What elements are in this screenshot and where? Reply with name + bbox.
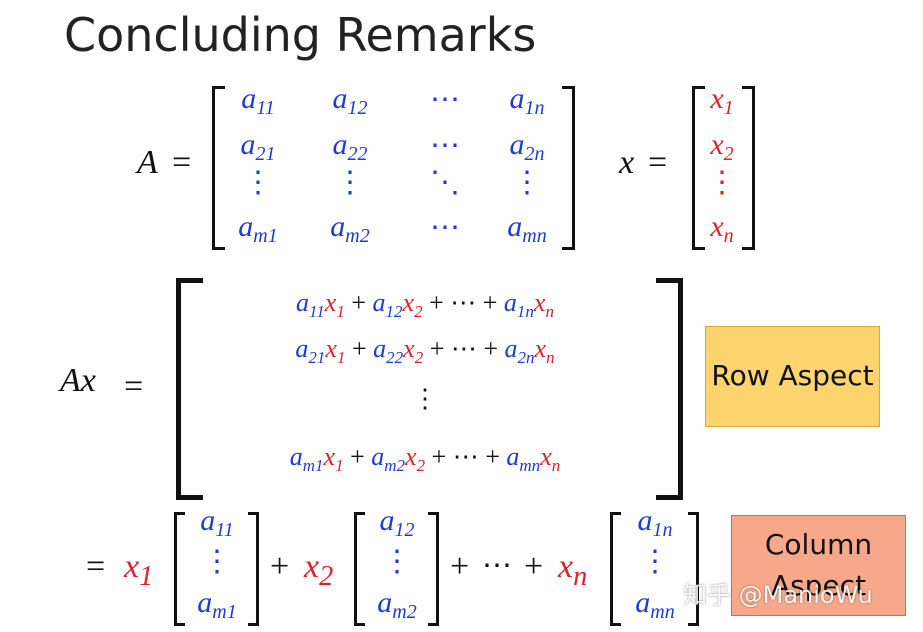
- column-left-bracket: [610, 512, 621, 626]
- matrix-a-cell: am2: [330, 210, 370, 247]
- ax-row-line: a21x1 + a22x2 + ⋯ + a2nxn: [295, 334, 555, 367]
- column-vector-entry: a11: [200, 504, 234, 541]
- ax-left-bracket: [176, 278, 203, 500]
- matrix-a-cell: a11: [241, 82, 275, 119]
- matrix-a-cell: ⋮: [335, 166, 365, 199]
- column-vector-entry: ⋮: [202, 545, 232, 578]
- column-vector-entry: ⋮: [640, 545, 670, 578]
- ax-row-line: ⋮: [412, 384, 438, 413]
- page-title: Concluding Remarks: [64, 8, 537, 62]
- matrix-a-cell: a1n: [509, 82, 545, 119]
- vector-x-entry: xn: [710, 210, 734, 247]
- column-coefficient: x2: [304, 548, 334, 592]
- vector-x-entry: x2: [710, 128, 734, 165]
- matrix-a-cell: a2n: [509, 128, 545, 165]
- vector-x-left-bracket: [692, 86, 705, 250]
- column-left-bracket: [354, 512, 365, 626]
- column-plus: +: [450, 548, 470, 585]
- ax-label: Ax: [60, 362, 96, 399]
- ax-right-bracket: [656, 278, 683, 500]
- column-coefficient: xn: [558, 548, 588, 592]
- row-aspect-box: Row Aspect: [705, 326, 880, 427]
- column-equals: =: [86, 548, 106, 585]
- vector-x-right-bracket: [742, 86, 755, 250]
- vector-x-entry: ⋮: [707, 166, 737, 199]
- column-right-bracket: [248, 512, 259, 626]
- matrix-a-cell: a12: [332, 82, 368, 119]
- matrix-a-cell: am1: [238, 210, 278, 247]
- matrix-a-label: A: [137, 144, 158, 181]
- matrix-a-cell: ⋯: [430, 211, 460, 244]
- matrix-a-cell: a21: [240, 128, 276, 165]
- column-vector-entry: am2: [377, 586, 417, 623]
- column-left-bracket: [174, 512, 185, 626]
- column-right-bracket: [428, 512, 439, 626]
- watermark: 知乎 @ManioWu: [683, 581, 873, 609]
- matrix-a-left-bracket: [212, 86, 225, 250]
- ax-row-line: am1x1 + am2x2 + ⋯ + amnxn: [289, 442, 561, 475]
- column-aspect-box: Column Aspect: [731, 515, 906, 616]
- vector-x-label: x: [619, 144, 635, 181]
- column-dots: ⋯: [482, 549, 512, 582]
- matrix-a-cell: ⋯: [430, 83, 460, 116]
- column-right-bracket: [688, 512, 699, 626]
- ax-row-line: a11x1 + a12x2 + ⋯ + a1nxn: [296, 288, 554, 321]
- matrix-a-cell: a22: [332, 128, 368, 165]
- column-vector-entry: a12: [379, 504, 415, 541]
- column-coefficient: x1: [124, 548, 154, 592]
- column-plus: +: [270, 548, 290, 585]
- matrix-a-equals: =: [172, 144, 192, 181]
- matrix-a-cell: ⋯: [430, 129, 460, 162]
- matrix-a-cell: ⋮: [243, 166, 273, 199]
- column-vector-entry: a1n: [637, 504, 673, 541]
- ax-equals: =: [124, 368, 144, 405]
- column-vector-entry: am1: [197, 586, 237, 623]
- matrix-a-cell: ⋮: [512, 166, 542, 199]
- vector-x-entry: x1: [710, 82, 734, 119]
- matrix-a-cell: ⋱: [430, 166, 460, 199]
- column-vector-entry: ⋮: [382, 545, 412, 578]
- column-plus: +: [524, 548, 544, 585]
- matrix-a-right-bracket: [562, 86, 575, 250]
- vector-x-equals: =: [648, 144, 668, 181]
- matrix-a-cell: amn: [507, 210, 547, 247]
- column-vector-entry: amn: [635, 586, 675, 623]
